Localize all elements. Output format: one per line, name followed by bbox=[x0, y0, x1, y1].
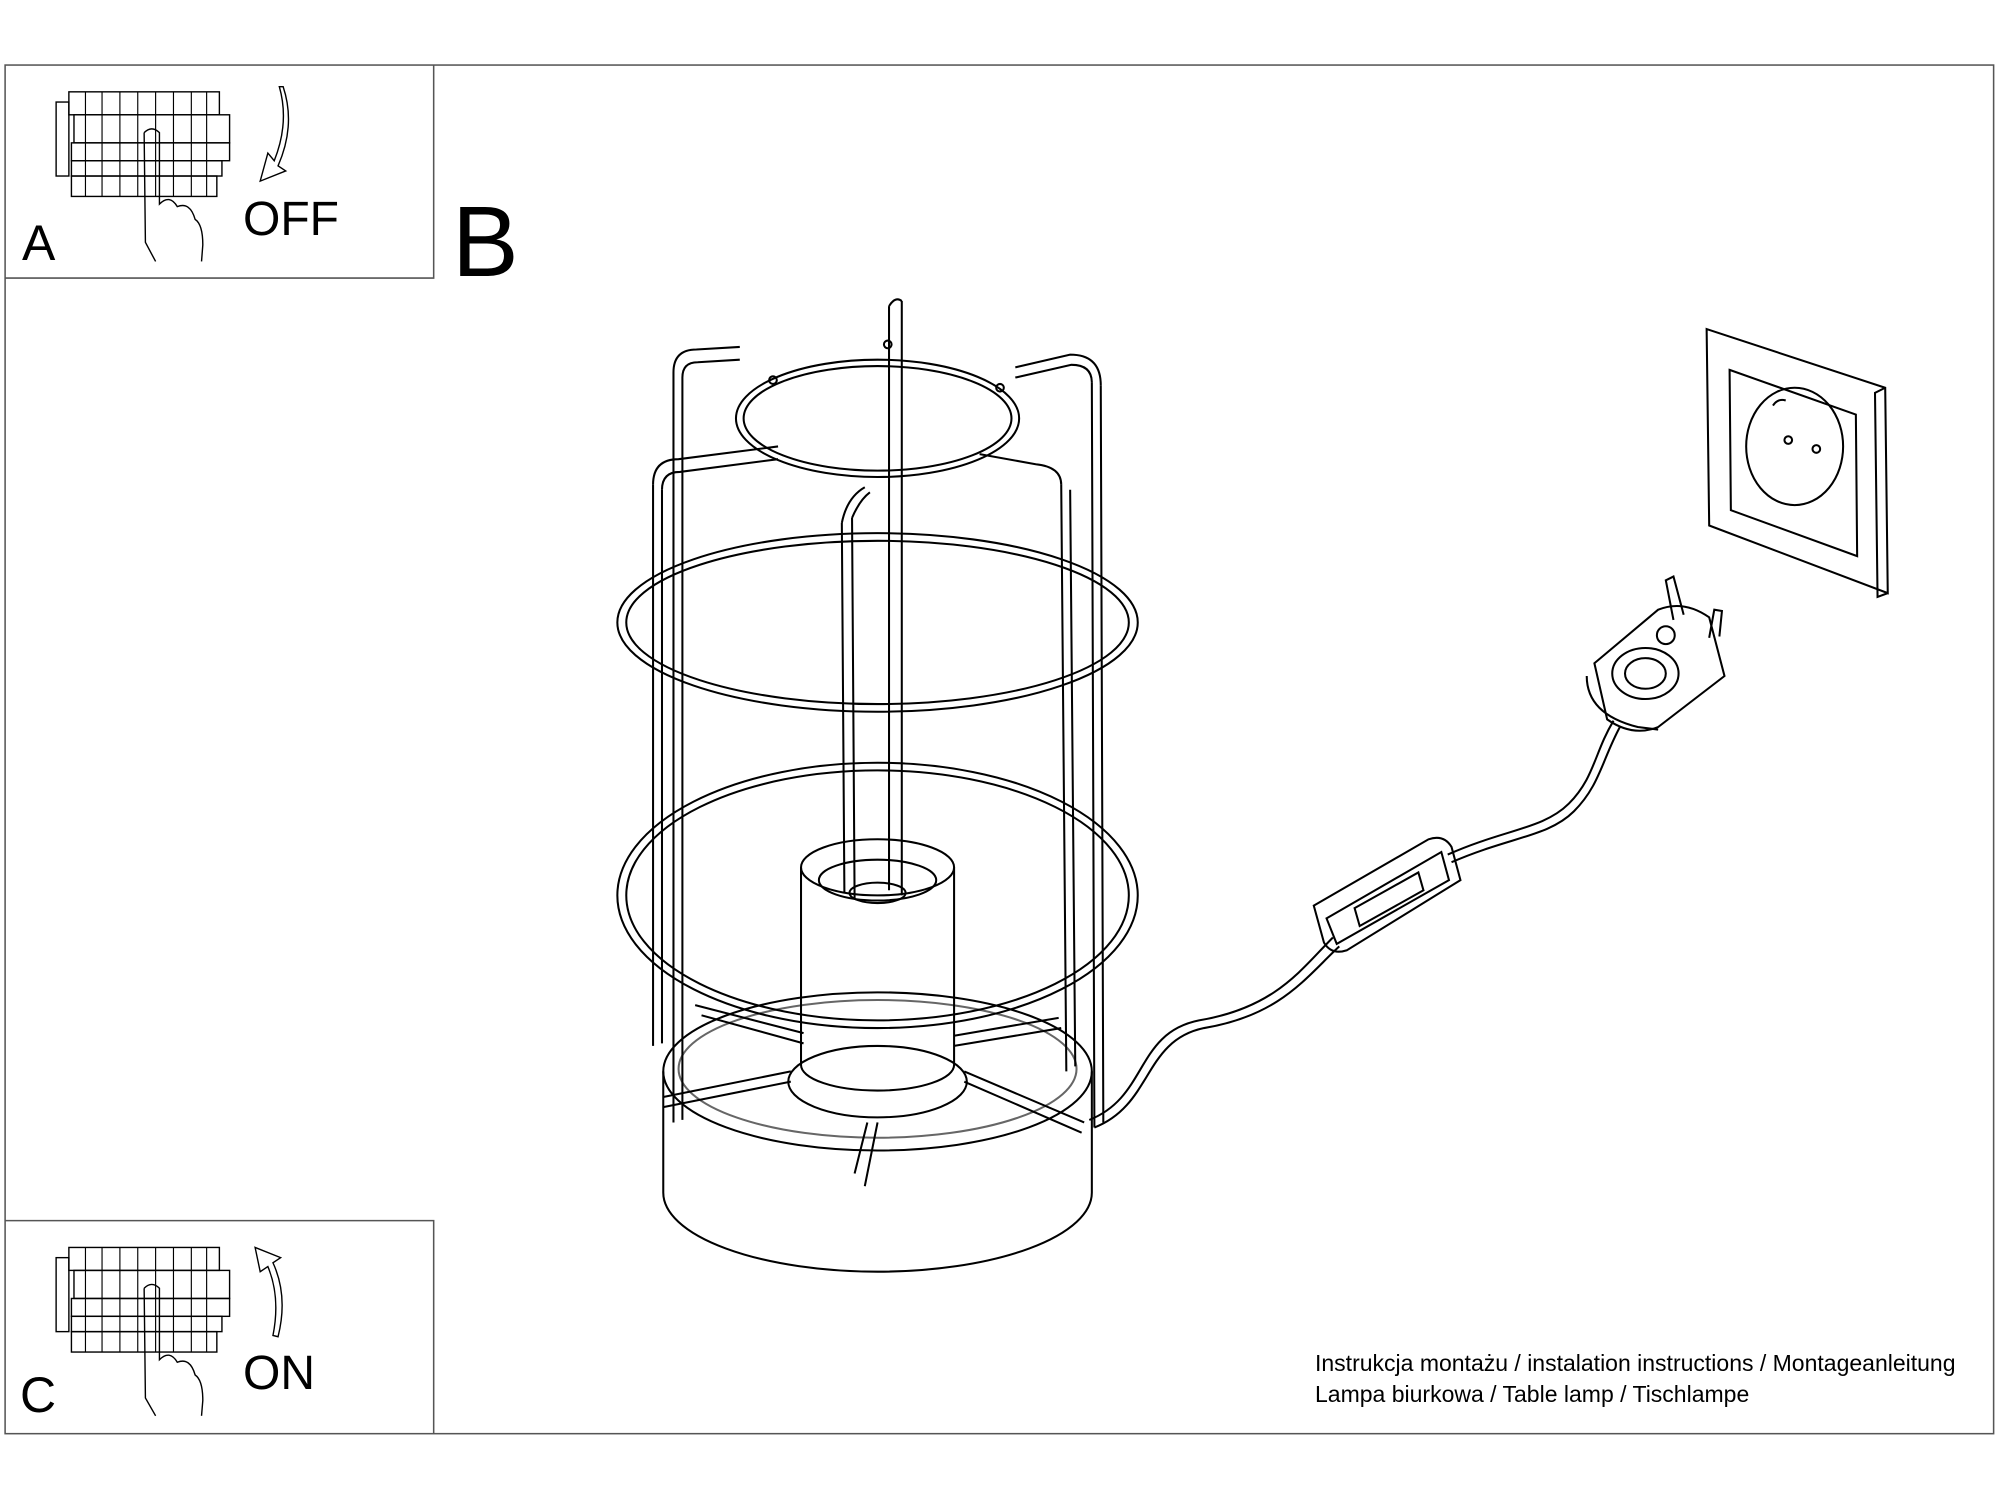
plug bbox=[1585, 575, 1726, 732]
caption-line-2: Lampa biurkowa / Table lamp / Tischlampe bbox=[1315, 1381, 1750, 1407]
panel-c-label: C bbox=[20, 1367, 57, 1423]
panel-b-label: B bbox=[452, 186, 519, 298]
power-cable bbox=[1088, 720, 1621, 1129]
table-lamp-illustration bbox=[616, 298, 1139, 1273]
wall-socket-icon bbox=[1705, 327, 1889, 599]
breaker-switch-down-icon bbox=[55, 86, 290, 262]
panel-a-label: A bbox=[22, 215, 56, 271]
panel-c-state: ON bbox=[243, 1347, 315, 1400]
frame bbox=[4, 64, 1995, 1435]
inline-switch bbox=[1312, 836, 1462, 953]
breaker-switch-up-icon bbox=[55, 1246, 283, 1417]
panel-a-state: OFF bbox=[243, 193, 339, 246]
caption-line-1: Instrukcja montażu / instalation instruc… bbox=[1315, 1350, 1956, 1376]
